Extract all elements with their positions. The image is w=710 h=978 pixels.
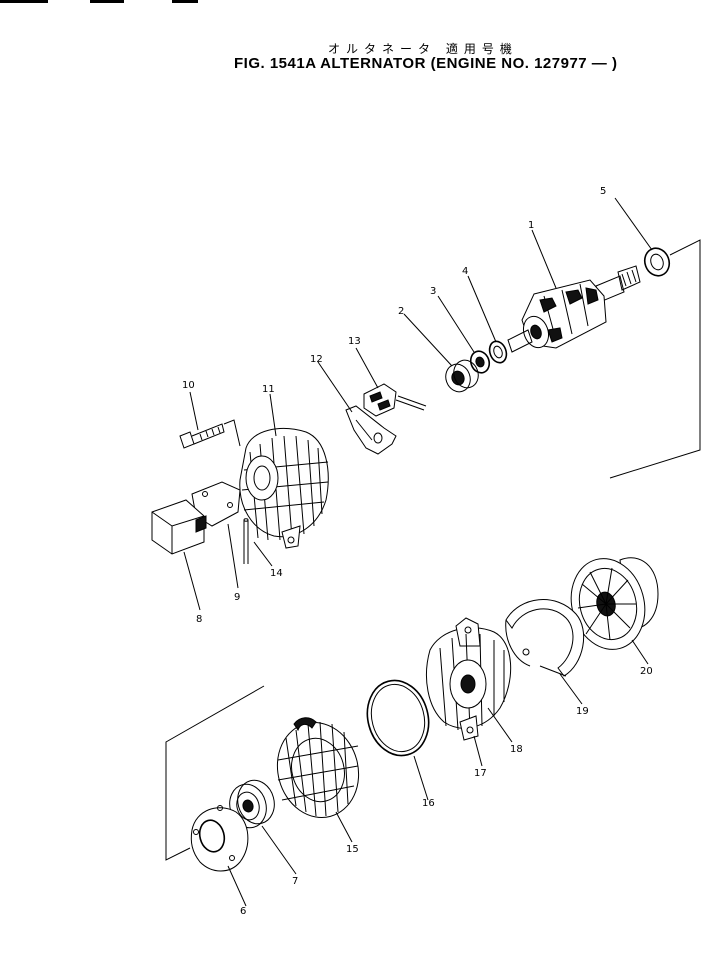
callout-labels: 1 2 3 4 5 6 7 8 9 10 11 12 13 14 15 16 1… [182, 186, 653, 917]
o-ring-part [366, 679, 430, 757]
front-bearing-part [445, 359, 479, 393]
figure-title: FIG. 1541A ALTERNATOR (ENGINE NO. 127977… [234, 55, 618, 72]
callout-6: 6 [240, 906, 246, 917]
callout-2: 2 [398, 306, 404, 317]
pulley-fan-part [570, 557, 659, 650]
callout-15: 15 [346, 844, 359, 855]
callout-18: 18 [510, 744, 523, 755]
stator-part [276, 717, 360, 819]
upper-frame-lines [609, 239, 701, 479]
callout-13: 13 [348, 336, 361, 347]
cover-plate-part [190, 805, 249, 872]
shroud-part [505, 599, 585, 677]
lower-frame-lines [165, 685, 265, 861]
callout-5: 5 [600, 186, 606, 197]
leader-lines-lower [227, 639, 649, 907]
callout-11: 11 [262, 384, 275, 395]
corner-marks [0, 0, 710, 6]
collar-part [469, 350, 491, 374]
callout-17: 17 [474, 768, 487, 779]
callout-10: 10 [182, 380, 195, 391]
rotor-part [507, 265, 641, 353]
callout-16: 16 [422, 798, 435, 809]
callout-7: 7 [292, 876, 298, 887]
callout-19: 19 [576, 706, 589, 717]
regulator-part [151, 499, 207, 555]
callout-4: 4 [462, 266, 468, 277]
callout-8: 8 [196, 614, 202, 625]
bracket-part [426, 617, 512, 741]
pin-part [243, 518, 249, 564]
callout-14: 14 [270, 568, 283, 579]
callout-20: 20 [640, 666, 653, 677]
washer-part [488, 340, 508, 364]
callout-9: 9 [234, 592, 240, 603]
seal-ring-part [643, 247, 671, 277]
insulator-part [345, 405, 397, 455]
callout-1: 1 [528, 220, 534, 231]
rear-housing-part [239, 428, 329, 549]
title-japanese: オルタネータ 適用号機 [328, 42, 518, 56]
bolt-part [179, 419, 241, 449]
brush-holder-part [363, 383, 427, 417]
callout-3: 3 [430, 286, 436, 297]
callout-12: 12 [310, 354, 323, 365]
leader-lines-upper [183, 197, 653, 611]
